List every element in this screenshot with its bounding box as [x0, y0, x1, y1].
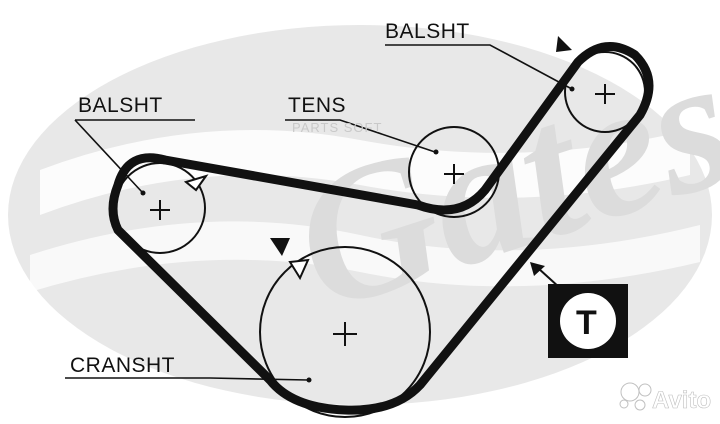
right-balance-shaft-pulley — [556, 36, 646, 133]
avito-logo-icon — [619, 382, 652, 411]
parts-soft-watermark: PARTS SOFT — [292, 120, 382, 135]
plus-icon — [595, 84, 615, 104]
timing-mark-arrow-icon — [556, 36, 572, 52]
avito-logo-text: Avito — [652, 387, 711, 414]
tensioner-label: TENS — [288, 94, 346, 117]
timing-mark-arrow-icon — [270, 238, 290, 256]
left-balance-shaft-pulley — [114, 162, 209, 254]
balance-shaft-label-top: BALSHT — [385, 20, 470, 43]
plus-icon — [150, 200, 170, 220]
balance-shaft-label-left: BALSHT — [78, 94, 163, 117]
tensioner-pulley — [408, 126, 500, 218]
timing-mark-arrow-icon — [288, 258, 310, 281]
avito-logo: Avito — [619, 382, 711, 414]
plus-icon — [444, 164, 464, 184]
leader-lines — [65, 44, 571, 381]
timing-mark-arrow-icon — [183, 174, 209, 192]
tool-marker: T — [530, 262, 628, 358]
crankshaft-label: CRANSHT — [70, 354, 175, 377]
crankshaft-pulley — [259, 238, 431, 418]
tool-marker-letter: T — [576, 304, 597, 342]
plus-icon — [333, 322, 357, 346]
leader-dots — [140, 86, 575, 383]
